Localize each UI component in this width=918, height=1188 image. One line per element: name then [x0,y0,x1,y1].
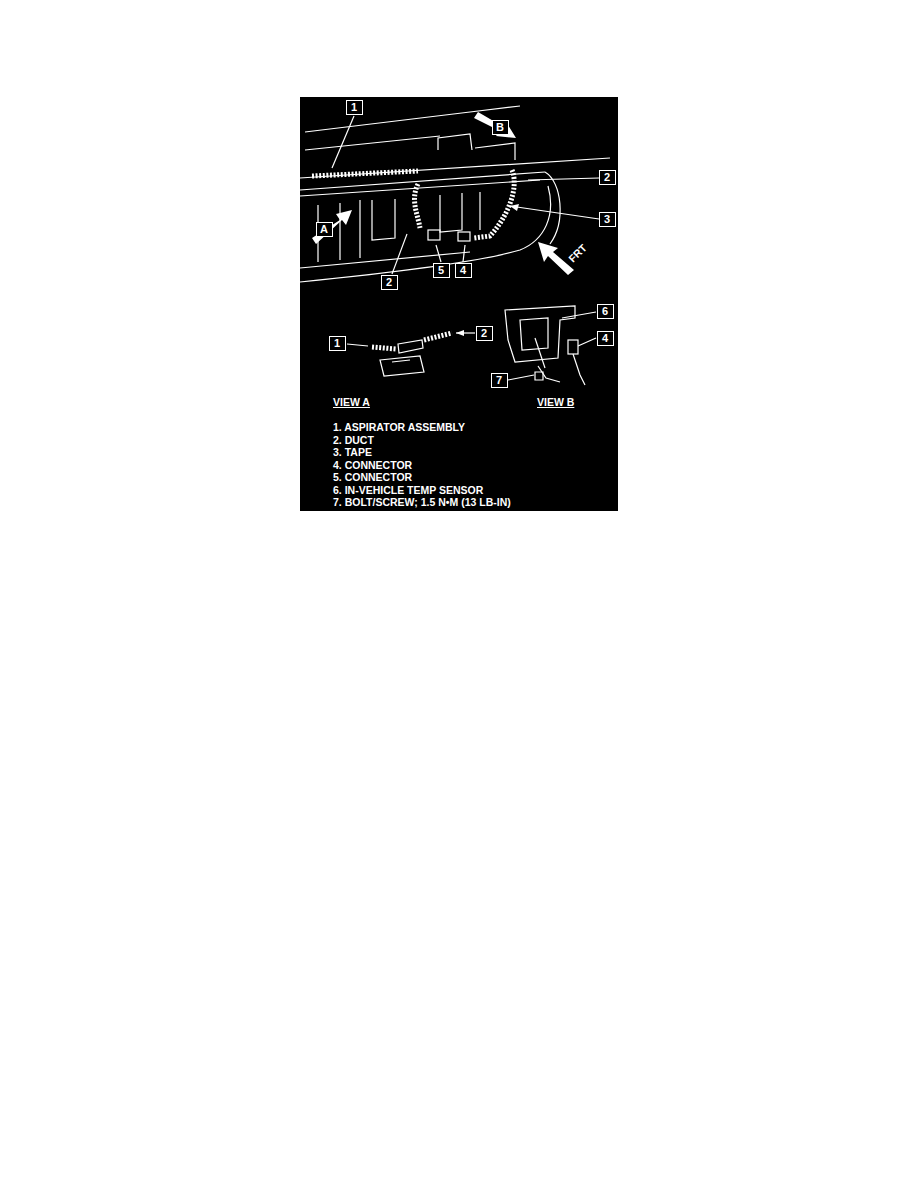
arrow-heads [312,112,574,336]
callout-number: 5 [438,264,444,277]
callout-number: B [496,121,504,134]
callout-number: 1 [334,337,340,350]
view-title: VIEW B [537,396,574,408]
callout-box: 3 [599,212,616,227]
legend-line: 1. ASPIRATOR ASSEMBLY [333,421,465,433]
legend-line: 6. IN-VEHICLE TEMP SENSOR [333,484,483,496]
callout-box: 2 [599,170,616,185]
view-title: VIEW A [333,396,370,408]
callout-number: 4 [602,332,608,345]
callout-box: 6 [597,304,614,319]
callout-box: A [316,222,333,237]
dashboard-drawing [300,106,610,282]
callout-box: 1 [329,336,346,351]
callout-number: 7 [496,374,502,387]
callout-number: 2 [604,171,610,184]
callout-box: B [492,120,509,135]
callout-box: 2 [476,326,493,341]
callout-number: 1 [351,101,357,114]
duct-hose [312,170,514,349]
callout-box: 5 [433,263,450,278]
callout-number: 4 [460,264,466,277]
callout-box: 4 [597,331,614,346]
legend-line: 2. DUCT [333,434,374,446]
callout-number: 2 [481,327,487,340]
callout-number: 3 [604,213,610,226]
callout-box: 4 [455,263,472,278]
callout-box: 2 [381,275,398,290]
legend-line: 3. TAPE [333,446,372,458]
callout-box: 7 [491,373,508,388]
legend-line: 7. BOLT/SCREW; 1.5 N•M (13 LB-IN) [333,496,511,508]
legend-line: 4. CONNECTOR [333,459,412,471]
direction-label: FRT [566,242,589,265]
callout-box: 1 [346,100,363,115]
panel-ground [300,97,618,511]
callout-number: 6 [602,305,608,318]
callout-number: 2 [386,276,392,289]
leader-lines [332,116,599,385]
legend-line: 5. CONNECTOR [333,471,412,483]
callout-number: A [320,223,328,236]
